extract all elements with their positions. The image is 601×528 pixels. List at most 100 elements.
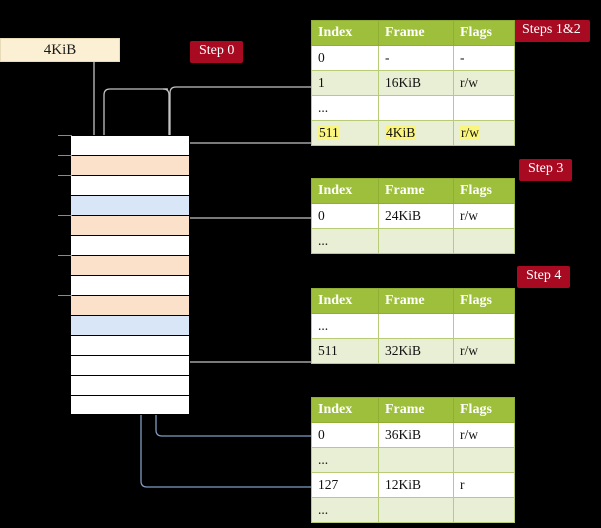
cell-index: 127 bbox=[311, 472, 379, 499]
table-row: ... bbox=[311, 228, 515, 255]
cell-flags: r/w bbox=[453, 422, 515, 449]
highlighted-value: 4KiB bbox=[385, 125, 417, 141]
memory-row bbox=[70, 195, 190, 215]
wire-source-to-memory bbox=[89, 49, 99, 151]
cell-index: ... bbox=[311, 95, 379, 122]
badge-step-4-label: Step 4 bbox=[526, 268, 562, 283]
cell-flags: r/w bbox=[453, 120, 515, 147]
badge-steps-1-2-label: Steps 1&2 bbox=[522, 22, 581, 37]
highlighted-value: r/w bbox=[460, 125, 480, 141]
badge-step-0: Step 0 bbox=[190, 41, 244, 63]
cell-flags bbox=[453, 313, 515, 340]
cell-frame bbox=[378, 497, 454, 524]
column-header-flags: Flags bbox=[453, 19, 515, 47]
memory-row bbox=[70, 295, 190, 315]
column-header-flags: Flags bbox=[453, 396, 515, 424]
memory-row bbox=[70, 355, 190, 375]
table-row: ... bbox=[311, 313, 515, 340]
memory-row bbox=[70, 395, 190, 415]
column-header-flags: Flags bbox=[453, 177, 515, 205]
memory-row-tick bbox=[58, 295, 72, 296]
memory-row-tick bbox=[58, 255, 72, 256]
cell-flags bbox=[453, 497, 515, 524]
badge-step-3-label: Step 3 bbox=[528, 161, 564, 176]
memory-row bbox=[70, 375, 190, 395]
cell-index: 0 bbox=[311, 203, 379, 230]
cell-flags bbox=[453, 95, 515, 122]
cell-index: ... bbox=[311, 313, 379, 340]
memory-row-tick bbox=[58, 135, 72, 136]
cell-flags: - bbox=[453, 45, 515, 72]
cell-flags bbox=[453, 228, 515, 255]
column-header-index: Index bbox=[311, 396, 379, 424]
physical-memory-column bbox=[70, 135, 190, 415]
cell-frame: 32KiB bbox=[378, 338, 454, 365]
badge-step-4: Step 4 bbox=[517, 266, 571, 288]
table-row: ... bbox=[311, 95, 515, 122]
table-row: ... bbox=[311, 447, 515, 474]
memory-row-tick bbox=[58, 175, 72, 176]
memory-row bbox=[70, 135, 190, 155]
column-header-frame: Frame bbox=[378, 287, 454, 315]
table-row: 511 4KiB r/w bbox=[311, 120, 515, 147]
cell-frame bbox=[378, 95, 454, 122]
column-header-frame: Frame bbox=[378, 177, 454, 205]
cell-frame bbox=[378, 228, 454, 255]
cell-index: ... bbox=[311, 447, 379, 474]
cell-frame bbox=[378, 447, 454, 474]
cell-flags: r bbox=[453, 472, 515, 499]
cell-flags: r/w bbox=[453, 338, 515, 365]
highlighted-value: 511 bbox=[318, 125, 340, 141]
wire-t2-24kib-to-memory bbox=[169, 217, 311, 256]
memory-row bbox=[70, 235, 190, 255]
wire-t1-4kib-joint bbox=[161, 89, 167, 95]
column-header-index: Index bbox=[311, 177, 379, 205]
source-frame-label: 4KiB bbox=[43, 41, 77, 58]
memory-row bbox=[70, 335, 190, 355]
cell-frame: 4KiB bbox=[378, 120, 454, 147]
memory-row bbox=[70, 275, 190, 295]
cell-frame: - bbox=[378, 45, 454, 72]
cell-flags: r/w bbox=[453, 203, 515, 230]
memory-row-tick bbox=[58, 155, 72, 156]
column-header-flags: Flags bbox=[453, 287, 515, 315]
memory-row bbox=[70, 215, 190, 235]
cell-frame: 24KiB bbox=[378, 203, 454, 230]
column-header-frame: Frame bbox=[378, 19, 454, 47]
badge-steps-1-2: Steps 1&2 bbox=[513, 20, 590, 42]
memory-row bbox=[70, 315, 190, 335]
memory-row bbox=[70, 255, 190, 275]
cell-index: ... bbox=[311, 228, 379, 255]
column-header-index: Index bbox=[311, 19, 379, 47]
cell-index: 0 bbox=[311, 422, 379, 449]
cell-index: 0 bbox=[311, 45, 379, 72]
source-frame-box: 4KiB bbox=[0, 38, 120, 62]
cell-index: 511 bbox=[311, 120, 379, 147]
column-header-index: Index bbox=[311, 287, 379, 315]
table-row: 0-- bbox=[311, 45, 515, 72]
cell-flags: r/w bbox=[453, 70, 515, 97]
column-header-frame: Frame bbox=[378, 396, 454, 424]
badge-step-0-label: Step 0 bbox=[199, 43, 235, 58]
wire-t1-16kib-to-memory bbox=[169, 86, 311, 151]
cell-index: 1 bbox=[311, 70, 379, 97]
memory-row bbox=[70, 155, 190, 175]
cell-frame: 12KiB bbox=[378, 472, 454, 499]
cell-frame: 16KiB bbox=[378, 70, 454, 97]
cell-index: ... bbox=[311, 497, 379, 524]
cell-frame bbox=[378, 313, 454, 340]
